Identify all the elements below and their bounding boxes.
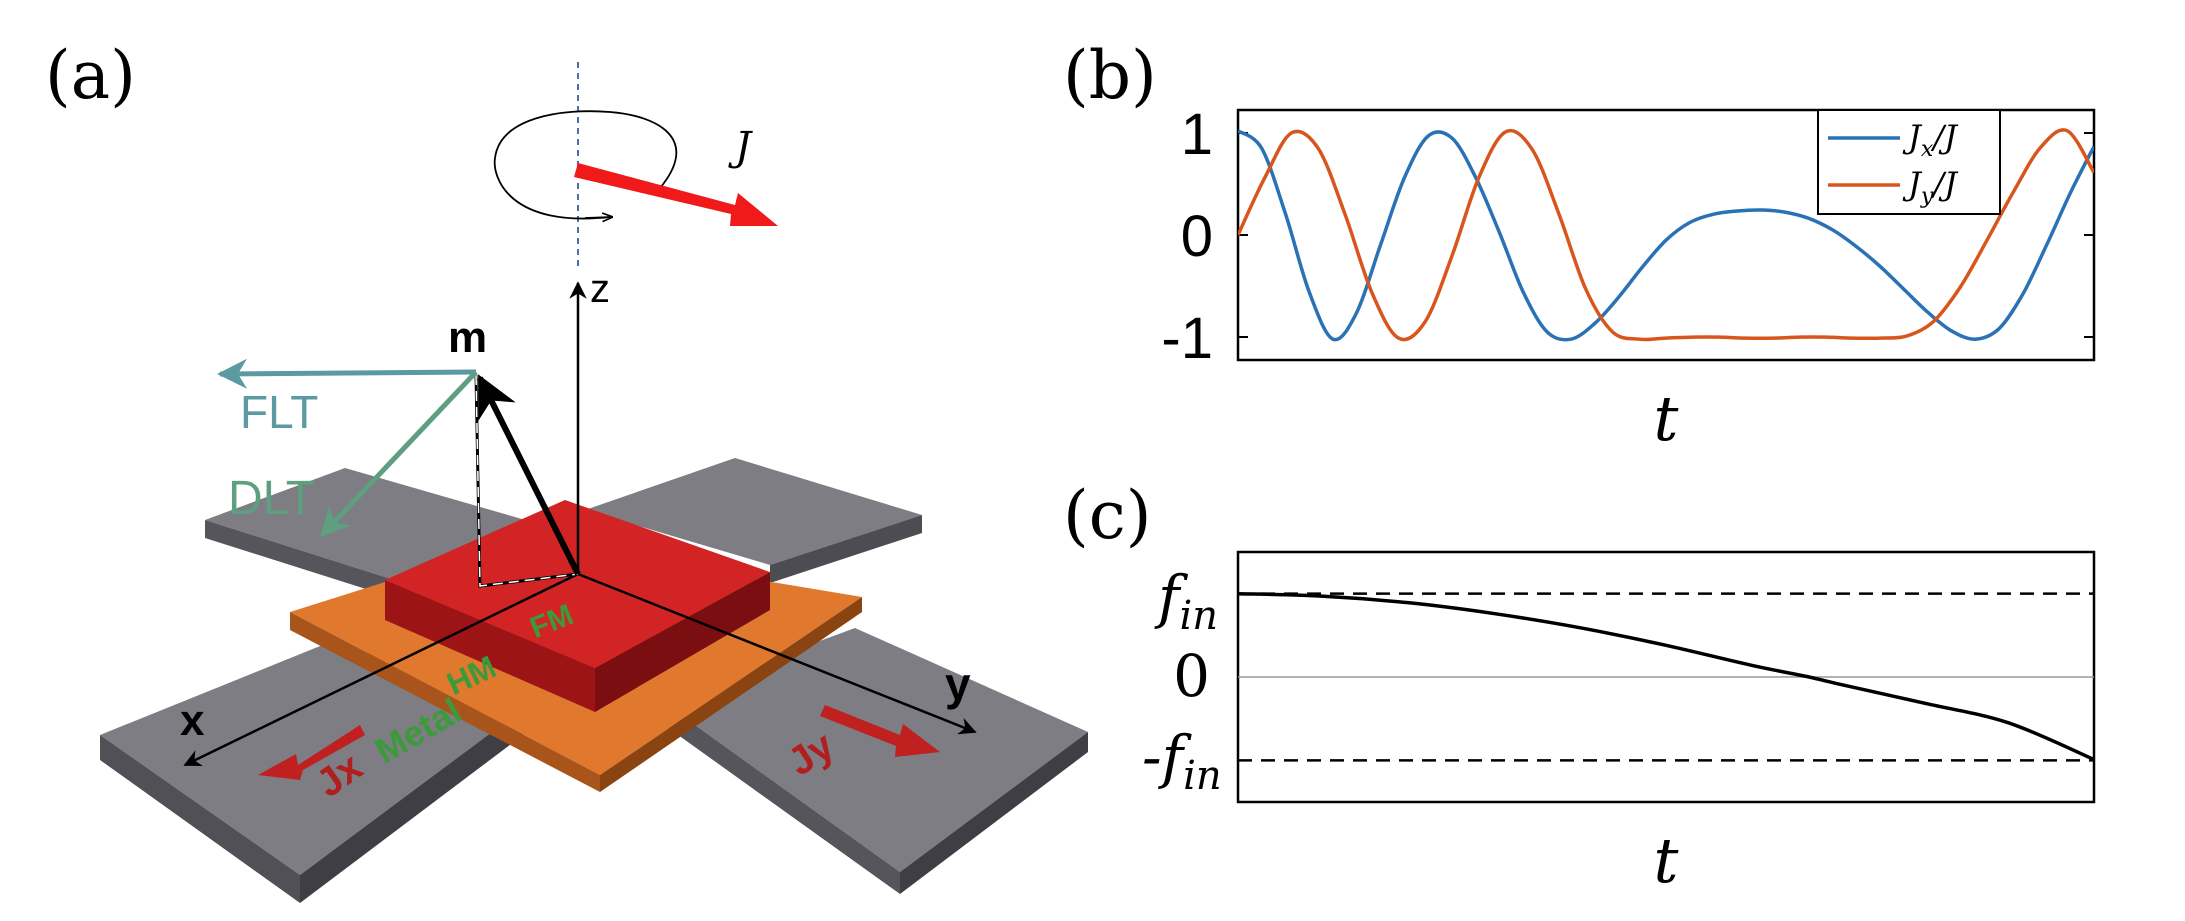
rotation-arrowhead <box>584 217 612 218</box>
electrode-back-right <box>585 458 922 583</box>
fm-block <box>385 500 770 712</box>
chart-b-ytick: 1 <box>1181 102 1213 167</box>
chart-c-xlabel: t <box>1654 824 1679 897</box>
magnet-label: m <box>448 313 487 362</box>
chart-b-series <box>1238 128 2094 342</box>
chart-c: (c) fin 0 -fin t <box>1063 477 2096 897</box>
series-line-0 <box>1238 591 2094 762</box>
chart-b-ytick: -1 <box>1161 306 1213 371</box>
chart-b-ytick: 0 <box>1181 204 1213 269</box>
coordinate-axes <box>183 281 977 767</box>
panel-a-label: (a) <box>45 37 136 114</box>
device-diagram: (a) <box>45 37 1088 903</box>
series-line-jy-j <box>1238 128 2094 342</box>
dlt-label: DLT <box>228 472 315 525</box>
axis-y-label: y <box>945 658 971 710</box>
jy-arrow <box>820 705 940 757</box>
chart-b: (b) 1 0 -1 t Jx/J Jy/J <box>1063 37 2096 455</box>
axis-x-label: x <box>180 696 205 745</box>
current-arrow <box>574 163 778 226</box>
chart-b-legend: Jx/J Jy/J <box>1817 109 2001 215</box>
chart-c-reference-lines <box>1238 592 2094 762</box>
legend-entry: Jx/J <box>1902 118 1959 162</box>
axis-z-label: z <box>590 267 610 311</box>
flt-arrow <box>217 358 477 389</box>
dlt-arrow <box>319 370 478 538</box>
chart-c-series <box>1238 591 2094 762</box>
rotation-ellipse <box>493 110 678 220</box>
panel-b-label: (b) <box>1063 37 1157 114</box>
magnetization-arrow <box>477 374 581 576</box>
series-line-jx-j <box>1238 129 2094 342</box>
electrode-front-right <box>660 628 1088 894</box>
chart-c-ytick-bottom: -fin <box>1142 723 1222 799</box>
flt-label: FLT <box>240 386 318 438</box>
chart-b-xlabel: t <box>1654 382 1679 455</box>
projection-lines <box>474 374 579 588</box>
panel-c-label: (c) <box>1063 477 1151 554</box>
chart-c-ytick-top: fin <box>1154 563 1218 639</box>
jx-arrow <box>258 725 365 780</box>
chart-c-ytick-mid: 0 <box>1173 642 1210 710</box>
current-label: J <box>728 124 753 170</box>
legend-entry: Jy/J <box>1902 165 1959 209</box>
